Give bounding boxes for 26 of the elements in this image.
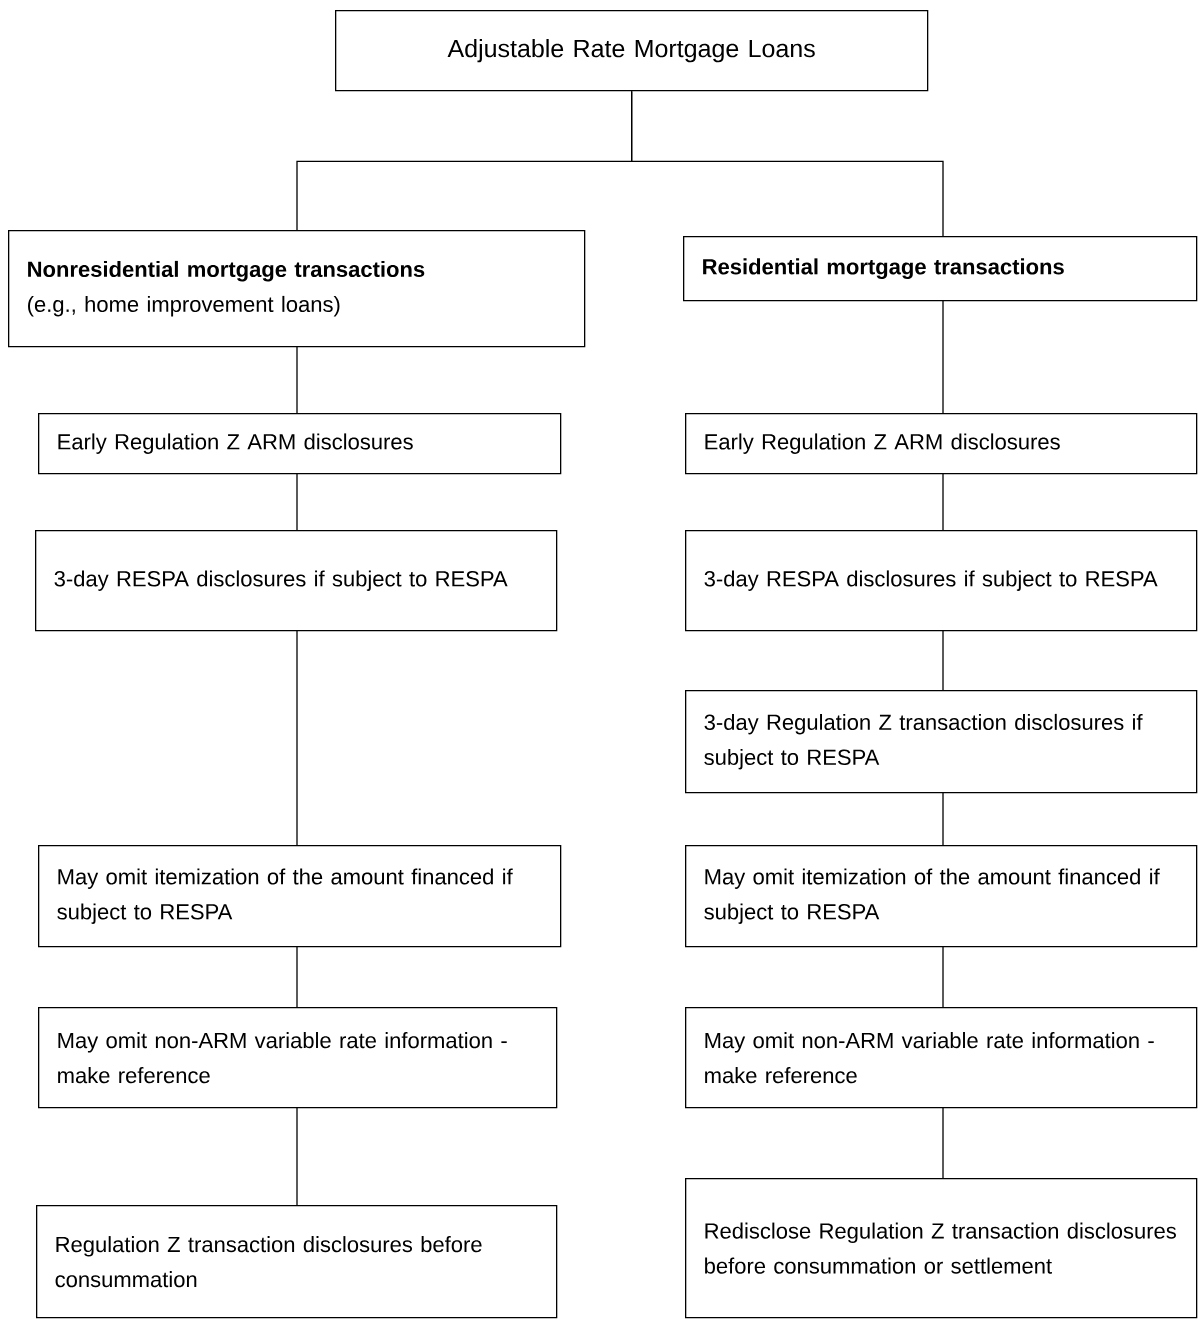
connector-line — [296, 345, 298, 414]
connector-line — [942, 629, 944, 691]
connector-line — [296, 945, 298, 1008]
step-box: 3-day Regulation Z transaction disclosures if subject to RESPA — [685, 690, 1198, 794]
step-box: May omit itemization of the amount financed if subject to RESPA — [685, 845, 1198, 948]
category-box: Residential mortgage transactions — [683, 236, 1198, 302]
connector-line — [942, 299, 944, 414]
connector-line — [942, 791, 944, 846]
connector-line — [296, 472, 298, 531]
connector-line — [296, 1106, 298, 1206]
title-box: Adjustable Rate Mortgage Loans — [335, 10, 929, 92]
step-box: Regulation Z transaction disclosures before consummation — [36, 1205, 558, 1319]
connector-line — [296, 629, 298, 846]
step-box: Redisclose Regulation Z transaction disclosures before consummation or settlement — [685, 1178, 1198, 1319]
connector-line — [631, 90, 944, 237]
step-box: May omit itemization of the amount financed if subject to RESPA — [38, 845, 562, 948]
step-box: 3-day RESPA disclosures if subject to RESPA — [685, 530, 1198, 632]
step-box: May omit non-ARM variable rate information - make reference — [38, 1007, 558, 1109]
connector-line — [942, 1106, 944, 1179]
step-box: May omit non-ARM variable rate information - make reference — [685, 1007, 1198, 1109]
step-box: Early Regulation Z ARM disclosures — [685, 413, 1198, 475]
category-box: Nonresidential mortgage transactions (e.g., home improvement loans) — [8, 230, 586, 348]
connector-line — [942, 472, 944, 531]
connector-line — [942, 945, 944, 1008]
step-box: Early Regulation Z ARM disclosures — [38, 413, 562, 475]
step-box: 3-day RESPA disclosures if subject to RESPA — [35, 530, 558, 632]
